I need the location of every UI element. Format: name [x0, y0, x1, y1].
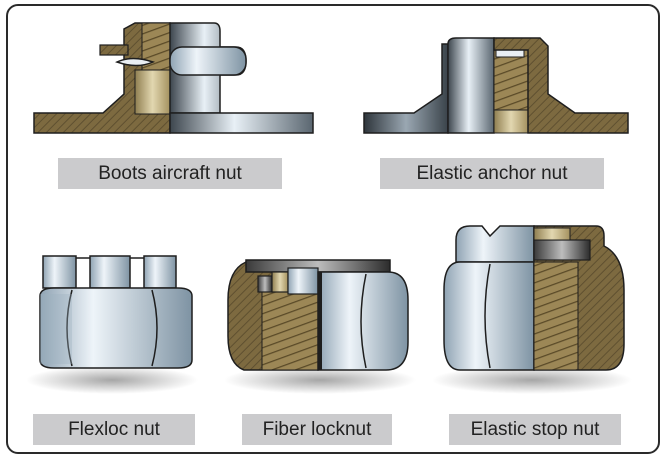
elastic-anchor-nut-drawing [363, 37, 629, 134]
caption-elastic-anchor-nut: Elastic anchor nut [380, 158, 604, 189]
boots-nut-drawing [33, 22, 314, 134]
flexloc-nut-drawing [26, 255, 198, 394]
caption-flexloc-nut: Flexloc nut [33, 414, 195, 445]
caption-elastic-stop-nut: Elastic stop nut [449, 414, 621, 445]
elastic-stop-nut-drawing [432, 225, 632, 394]
fiber-locknut-drawing [224, 259, 416, 394]
caption-boots-aircraft-nut: Boots aircraft nut [58, 158, 282, 189]
caption-fiber-locknut: Fiber locknut [242, 414, 392, 445]
